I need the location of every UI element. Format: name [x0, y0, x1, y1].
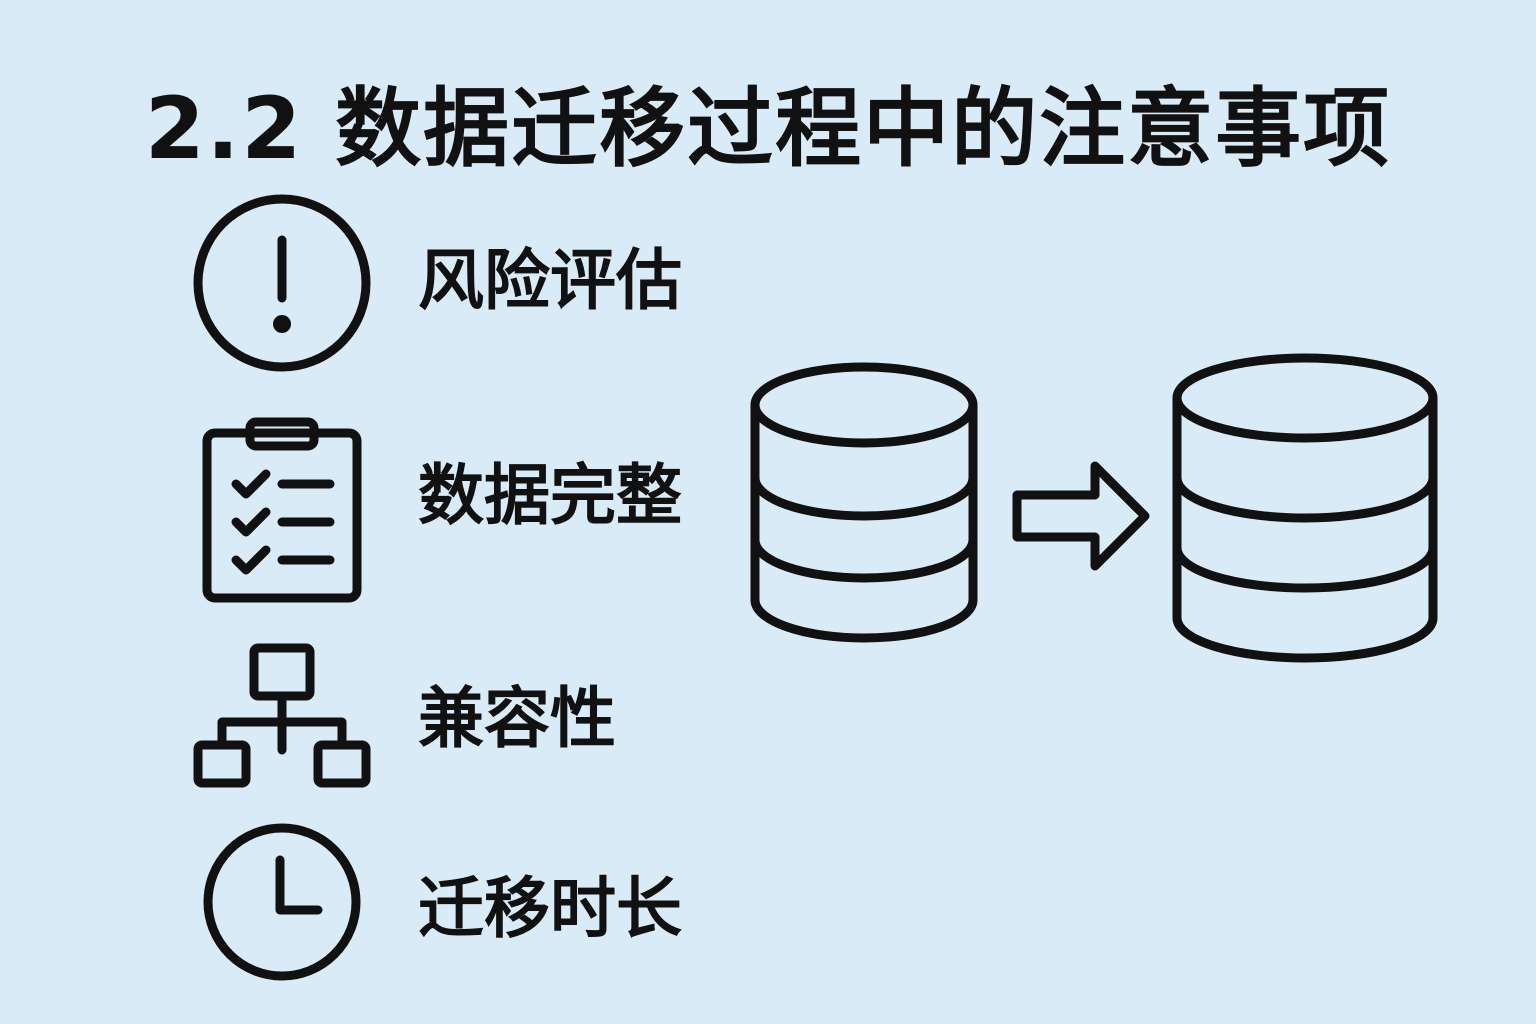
arrow-right-icon [1012, 461, 1150, 571]
item-label-migration-duration: 迁移时长 [418, 870, 682, 947]
item-label-data-integrity: 数据完整 [418, 457, 682, 534]
item-label-risk-assessment: 风险评估 [418, 242, 682, 319]
hierarchy-icon [193, 643, 371, 788]
clock-icon [203, 823, 361, 981]
page-title: 2.2 数据迁移过程中的注意事项 [144, 79, 1392, 179]
exclamation-circle-icon [193, 194, 371, 372]
item-label-compatibility: 兼容性 [418, 680, 616, 757]
target-database-icon [1172, 353, 1438, 663]
source-database-icon [750, 362, 978, 643]
checklist-clipboard-icon [202, 417, 362, 603]
